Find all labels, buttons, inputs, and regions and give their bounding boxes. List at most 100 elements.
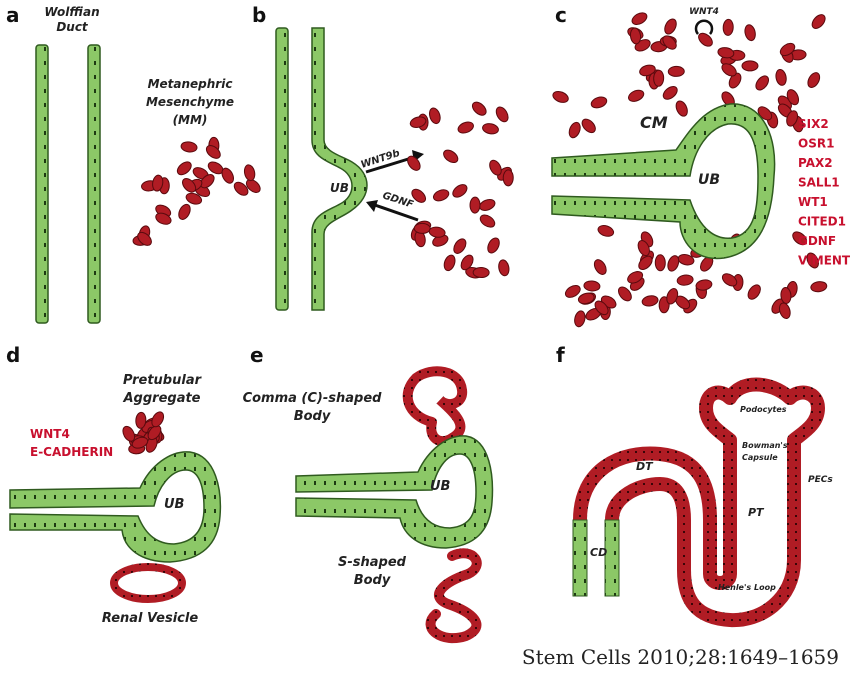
- podocytes-label: Podocytes: [740, 405, 787, 414]
- pt-label: PT: [748, 506, 765, 519]
- mesenchyme-cluster-a: [133, 137, 263, 248]
- mesenchyme-cell: [742, 61, 758, 71]
- mesenchyme-cell: [775, 69, 788, 87]
- mesenchyme-cell: [450, 182, 469, 200]
- mesenchyme-cell: [668, 66, 684, 76]
- mesenchyme-cell: [441, 148, 460, 165]
- wnt4-label-c: WNT4: [689, 7, 719, 17]
- panel-e: e Comma (C)-shaped Body UB S-shaped Body: [243, 343, 493, 638]
- gene-label: SALL1: [798, 176, 840, 190]
- mesenchyme-cell: [175, 159, 194, 177]
- duct-left-b: [276, 28, 288, 310]
- mesenchyme-cell: [655, 255, 665, 271]
- gene-label: WT1: [798, 195, 828, 209]
- mesenchyme-cluster-b: [405, 100, 514, 280]
- mesenchyme-cell: [723, 19, 734, 36]
- mesenchyme-cell: [653, 70, 664, 86]
- panel-d: d Pretubular Aggregate WNT4 E-CADHERIN U…: [6, 343, 220, 626]
- mesenchyme-cell: [597, 224, 615, 238]
- mesenchyme-cell: [451, 237, 468, 256]
- mesenchyme-cell: [176, 203, 192, 222]
- mesenchyme-cell: [806, 71, 823, 90]
- mesenchyme-cell: [590, 95, 608, 110]
- pecs-label: PECs: [808, 475, 833, 485]
- mm-label-2: Mesenchyme: [146, 95, 234, 109]
- mesenchyme-cell: [695, 279, 712, 292]
- mesenchyme-cell: [243, 164, 256, 182]
- mesenchyme-cell: [485, 236, 501, 255]
- cbody-label-1: Comma (C)-shaped: [243, 391, 383, 406]
- mesenchyme-cell: [567, 121, 582, 140]
- mesenchyme-cell: [641, 294, 659, 307]
- aggregate-label-2: Aggregate: [122, 391, 200, 406]
- mm-label-1: Metanephric: [148, 77, 233, 91]
- mesenchyme-cell: [746, 283, 763, 302]
- panel-letter-e: e: [250, 343, 264, 367]
- ureteric-bud-e: [296, 436, 492, 548]
- mesenchyme-cell: [630, 10, 649, 27]
- bowman-label-2: Capsule: [742, 453, 778, 462]
- panel-b: b UB WNT9b GDNF: [252, 3, 514, 310]
- panel-letter-f: f: [556, 343, 565, 367]
- mesenchyme-cell: [204, 143, 223, 161]
- citation: Stem Cells 2010;28:1649–1659: [522, 645, 839, 669]
- mesenchyme-cell: [442, 254, 457, 272]
- ub-label-c: UB: [698, 172, 720, 188]
- sbody-label-2: Body: [354, 573, 391, 588]
- wolffian-duct-right: [88, 45, 100, 323]
- mesenchyme-cell: [428, 107, 442, 125]
- gene-label: SIX2: [798, 117, 829, 131]
- collecting-duct-left: [573, 520, 587, 596]
- mesenchyme-cell: [810, 12, 828, 31]
- sbody-label-1: S-shaped: [338, 555, 407, 570]
- mesenchyme-cell: [584, 280, 601, 291]
- mesenchyme-cell: [428, 226, 445, 238]
- mesenchyme-cell: [753, 74, 771, 93]
- mm-label-3: (MM): [173, 113, 208, 127]
- mesenchyme-cell: [180, 141, 197, 153]
- gene-label: CITED1: [798, 215, 846, 229]
- mesenchyme-cell: [743, 24, 756, 42]
- aggregate-label-1: Pretubular: [123, 373, 203, 388]
- mesenchyme-cell: [470, 197, 480, 213]
- wnt4-loop-icon: [696, 21, 712, 34]
- mesenchyme-cell: [470, 100, 489, 118]
- mesenchyme-cell: [580, 117, 598, 135]
- bowman-label-1: Bowman's: [742, 441, 788, 450]
- ub-label-e: UB: [430, 479, 451, 494]
- wolffian-label-1: Wolffian: [44, 5, 99, 19]
- gene-label: VIMENTIN: [798, 254, 851, 268]
- mesenchyme-cell: [478, 213, 497, 230]
- mesenchyme-cell: [456, 120, 475, 135]
- pretubular-aggregate: [121, 410, 166, 454]
- panel-letter-a: a: [6, 3, 20, 27]
- gene-label: PAX2: [798, 156, 833, 170]
- mesenchyme-cell: [180, 176, 198, 195]
- mesenchyme-cell: [661, 84, 680, 102]
- ub-label-d: UB: [164, 497, 185, 512]
- mesenchyme-cell: [627, 88, 646, 103]
- ureteric-bud-b: [312, 28, 367, 310]
- mesenchyme-cell: [573, 310, 586, 328]
- mesenchyme-cell: [432, 188, 451, 203]
- marker-wnt4: WNT4: [30, 427, 70, 441]
- mesenchyme-cell: [482, 122, 500, 135]
- wolffian-label-2: Duct: [56, 20, 89, 34]
- panel-a: a Wolffian Duct Metanephric Mesenchyme (…: [6, 3, 263, 323]
- cbody-label-2: Body: [294, 409, 331, 424]
- mesenchyme-cell: [473, 267, 489, 277]
- marker-ecadherin: E-CADHERIN: [30, 445, 113, 459]
- renal-vesicle: [114, 567, 182, 599]
- panel-letter-d: d: [6, 343, 20, 367]
- mesenchyme-cell: [592, 258, 609, 277]
- ub-label-b: UB: [330, 181, 349, 195]
- mesenchyme-cell: [810, 281, 827, 293]
- cm-label: CM: [640, 113, 668, 132]
- mesenchyme-cell: [696, 31, 715, 49]
- ureteric-bud-d: [10, 452, 220, 562]
- mesenchyme-cell: [497, 259, 510, 277]
- wolffian-duct-left: [36, 45, 48, 323]
- gene-list: SIX2OSR1PAX2SALL1WT1CITED1GDNFVIMENTIN: [798, 117, 851, 268]
- mesenchyme-cell: [414, 223, 430, 233]
- mesenchyme-cell: [503, 170, 513, 186]
